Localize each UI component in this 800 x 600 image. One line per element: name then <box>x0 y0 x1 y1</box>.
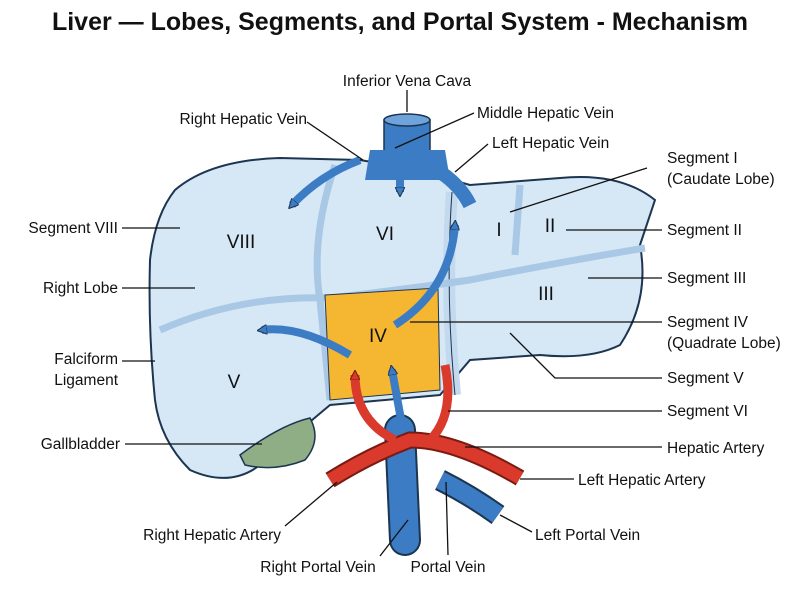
label-falciform-line2: Ligament <box>54 372 118 389</box>
segment-iv-numeral: IV <box>369 326 387 347</box>
label-left-portal-vein: Left Portal Vein <box>535 527 640 544</box>
flow-arrows <box>262 156 455 426</box>
label-hepatic-artery: Hepatic Artery <box>667 440 765 457</box>
inferior-vena-cava <box>365 113 477 209</box>
segment-vi-label: VI <box>376 224 394 245</box>
label-segment-ii: Segment II <box>667 222 742 239</box>
hepatic-artery-system <box>325 364 525 488</box>
label-segment-vi: Segment VI <box>667 403 748 420</box>
segment-i-label: I <box>496 220 501 241</box>
segment-iii-label: III <box>538 284 554 305</box>
label-right-hepatic-vein: Right Hepatic Vein <box>179 111 307 128</box>
label-middle-hepatic-vein: Middle Hepatic Vein <box>477 105 614 122</box>
label-segment-i-line2: (Caudate Lobe) <box>667 171 775 188</box>
label-right-lobe: Right Lobe <box>43 280 118 297</box>
label-segment-iii: Segment III <box>667 270 746 287</box>
label-left-hepatic-artery: Left Hepatic Artery <box>578 472 706 489</box>
label-right-portal-vein: Right Portal Vein <box>260 559 375 576</box>
label-right-hepatic-artery: Right Hepatic Artery <box>143 527 281 544</box>
segment-ii-label: II <box>545 216 556 237</box>
page-title: Liver — Lobes, Segments, and Portal Syst… <box>51 8 749 36</box>
label-segment-i-line1: Segment I <box>667 150 738 167</box>
label-segment-iv-line2: (Quadrate Lobe) <box>667 335 781 352</box>
label-portal-vein: Portal Vein <box>411 559 486 576</box>
label-gallbladder: Gallbladder <box>41 436 120 453</box>
label-segment-v: Segment V <box>667 370 744 387</box>
label-segment-iv-line1: Segment IV <box>667 314 749 331</box>
segment-dividers <box>158 163 646 401</box>
gallbladder-shape <box>239 417 316 469</box>
label-inferior-vena-cava: Inferior Vena Cava <box>343 73 472 90</box>
label-left-hepatic-vein: Left Hepatic Vein <box>492 135 609 152</box>
segment-v-label: V <box>228 372 241 393</box>
leader-lines <box>122 90 662 557</box>
label-falciform-line1: Falciform <box>54 351 118 368</box>
segment-viii-label: VIII <box>227 232 256 253</box>
label-segment-viii: Segment VIII <box>28 220 118 237</box>
